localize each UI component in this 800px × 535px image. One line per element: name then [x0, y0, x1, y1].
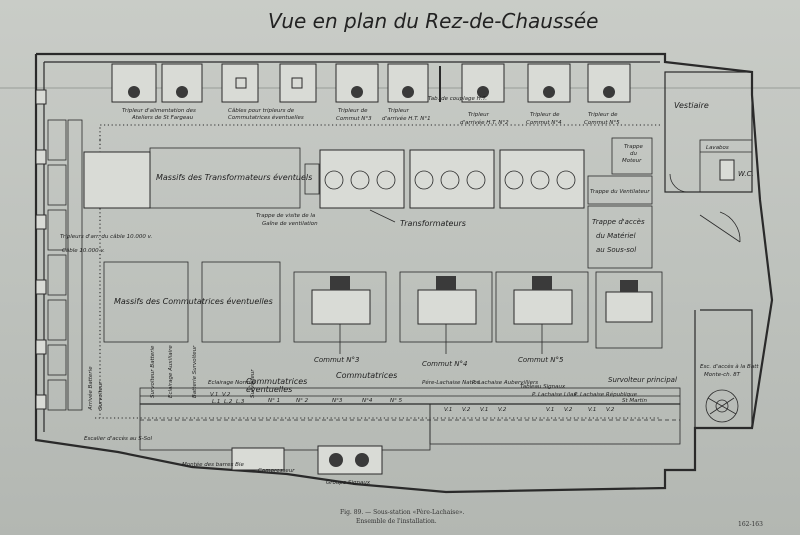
label-tripleur-a2-1: Tripleur: [468, 112, 490, 118]
label-tripleur-a1-1: Tripleur: [388, 108, 410, 114]
left-cable-trays: [47, 119, 83, 411]
sub-v1-c: V.1: [546, 407, 554, 413]
feeder-5: P. Lachaise République: [574, 391, 638, 398]
feeder-4: P. Lachaise Lilas: [532, 392, 576, 398]
left-sub-5: L.3: [236, 399, 245, 405]
label-tripleur-c4-2: Commut N°4: [526, 120, 562, 126]
label-tripleur-c4-1: Tripleur de: [530, 112, 560, 118]
vert-label-2: Eclairage Auxiliaire: [168, 345, 174, 398]
sub-v2-c: V.2: [564, 407, 573, 413]
label-cables-2: Commutatrices éventuelles: [228, 114, 304, 121]
vert-label-3: Batterie Survolteur: [192, 345, 198, 398]
label-cable: Câble 10.000 v.: [62, 247, 105, 254]
label-tripleur-alim-1: Tripleur d'alimentation des: [122, 108, 196, 114]
commut-4-label: Commut N°4: [422, 360, 467, 368]
gauge-label-2: Survolteur: [98, 381, 104, 410]
left-sub-1: V.1: [210, 392, 218, 398]
esc-batt-1: Esc. d'accès à la Batt: [700, 363, 759, 370]
commutatrices-ev-1: Commutatrices: [246, 377, 307, 386]
left-sub-6: Survolteur: [250, 369, 256, 398]
room-lavabos: Lavabos: [706, 145, 729, 151]
trappe-materiel-2: du Matériel: [596, 232, 636, 240]
vert-label-4: Eclairage Normal: [208, 380, 256, 386]
caption-line-1: Fig. 89. — Sous-station «Père-Lachaise».: [340, 509, 465, 516]
left-sub-3: L.1: [212, 399, 220, 405]
sub-v1-d: V.1: [588, 407, 596, 413]
commutatrices-ev-2: éventuelles: [246, 384, 292, 394]
sub-v1-b: V.1: [480, 407, 488, 413]
label-tripleur-c5-2: Commut N°5: [584, 120, 620, 126]
montee-barres: Montée des barres Bie: [182, 461, 244, 468]
tab-num-1: N° 1: [268, 398, 280, 404]
tab-num-3: N°3: [332, 398, 343, 404]
trappe-visite-2: Gaîne de ventilation: [262, 220, 318, 227]
feeder-3: Tableau Signaux: [520, 384, 566, 390]
left-wall-columns: [35, 89, 47, 410]
trappe-moteur-2: du: [630, 151, 637, 157]
trappe-moteur-3: Moteur: [622, 158, 642, 164]
room-vestiaire: Vestiaire: [674, 101, 709, 110]
caption-line-2: Ensemble de l'installation.: [356, 518, 437, 525]
transformateurs-label: Transformateurs: [400, 219, 466, 228]
trappe-materiel-1: Trappe d'accès: [592, 218, 645, 226]
feeder-1: Pére-Lachaise Nation: [422, 379, 481, 386]
plan-title: Vue en plan du Rez-de-Chaussée: [268, 9, 598, 33]
left-sub-2: V.2: [222, 392, 231, 398]
massifs-commutatrices: Massifs des Commutatrices éventuelles: [114, 296, 273, 306]
escalier-sous-sol: Escalier d'accès au S-Sol: [84, 435, 153, 442]
top-labels: Tripleur d'alimentation des Ateliers de …: [122, 96, 620, 126]
label-cables-1: Câbles pour tripleurs de: [228, 107, 295, 114]
room-wc: W.C.: [738, 170, 754, 178]
switchboard: [139, 387, 681, 475]
massifs-transformateurs: Massifs des Transformateurs éventuels: [156, 172, 312, 182]
tab-num-4: N°4: [362, 398, 373, 404]
label-tripleur-a2-2: d'arrivée H.T. N°2: [460, 119, 509, 126]
switchboard-labels: Commutatrices éventuelles Commutatrices …: [84, 345, 647, 486]
vert-label-1: Survolteur Batterie: [150, 345, 156, 398]
left-sub-4: L.2: [224, 399, 233, 405]
commut-5-label: Commut N°5: [518, 356, 564, 364]
feeder-2: P. Lachaise Aubervilliers: [472, 380, 538, 386]
label-tripleur-c3-1: Tripleur de: [338, 108, 368, 114]
trappe-ventilateur: Trappe du Ventilateur: [590, 189, 650, 195]
top-tripleur-row: [111, 63, 631, 103]
label-tripleur-cable: Tripleurs d'arr. du câble 10.000 v.: [60, 233, 152, 240]
sub-v2-d: V.2: [606, 407, 615, 413]
label-tripleur-c5-1: Tripleur de: [588, 112, 618, 118]
label-tab-couplage: Tab. de couplage H.T.: [428, 96, 487, 102]
trappe-visite-1: Trappe de visite de la: [256, 213, 316, 219]
sub-v2-b: V.2: [498, 407, 507, 413]
compresseur-label: Compresseur: [258, 468, 295, 474]
commut-3-label: Commut N°3: [314, 356, 359, 364]
feeder-6: St Martin: [622, 398, 647, 404]
sub-v2-a: V.2: [462, 407, 471, 413]
label-tripleur-c3-2: Commut N°3: [336, 116, 372, 122]
groupe-signaux-label: Groupe Signaux: [326, 480, 371, 486]
right-rooms: [587, 71, 753, 269]
trappe-moteur-1: Trappe: [624, 144, 644, 150]
commutatrices-label: Commutatrices: [336, 371, 397, 380]
transformer-band: [83, 147, 585, 223]
tab-num-2: N° 2: [296, 398, 309, 404]
label-tripleur-a1-2: d'arrivée H.T. N°1: [382, 115, 431, 122]
esc-batt-2: Monte-ch. 8T: [704, 372, 741, 378]
staircase: [694, 309, 753, 429]
tab-num-5: N° 5: [390, 398, 403, 404]
survolteur-principal: Survolteur principal: [608, 376, 677, 384]
gauge-label-1: Arrivée Batterie: [87, 366, 94, 411]
commutatrice-band: [103, 261, 663, 354]
label-tripleur-alim-2: Ateliers de St Fargeau: [131, 115, 194, 121]
sub-v1-a: V.1: [444, 407, 452, 413]
caption-page-number: 162-163: [738, 521, 763, 528]
trappe-materiel-3: au Sous-sol: [596, 246, 636, 254]
